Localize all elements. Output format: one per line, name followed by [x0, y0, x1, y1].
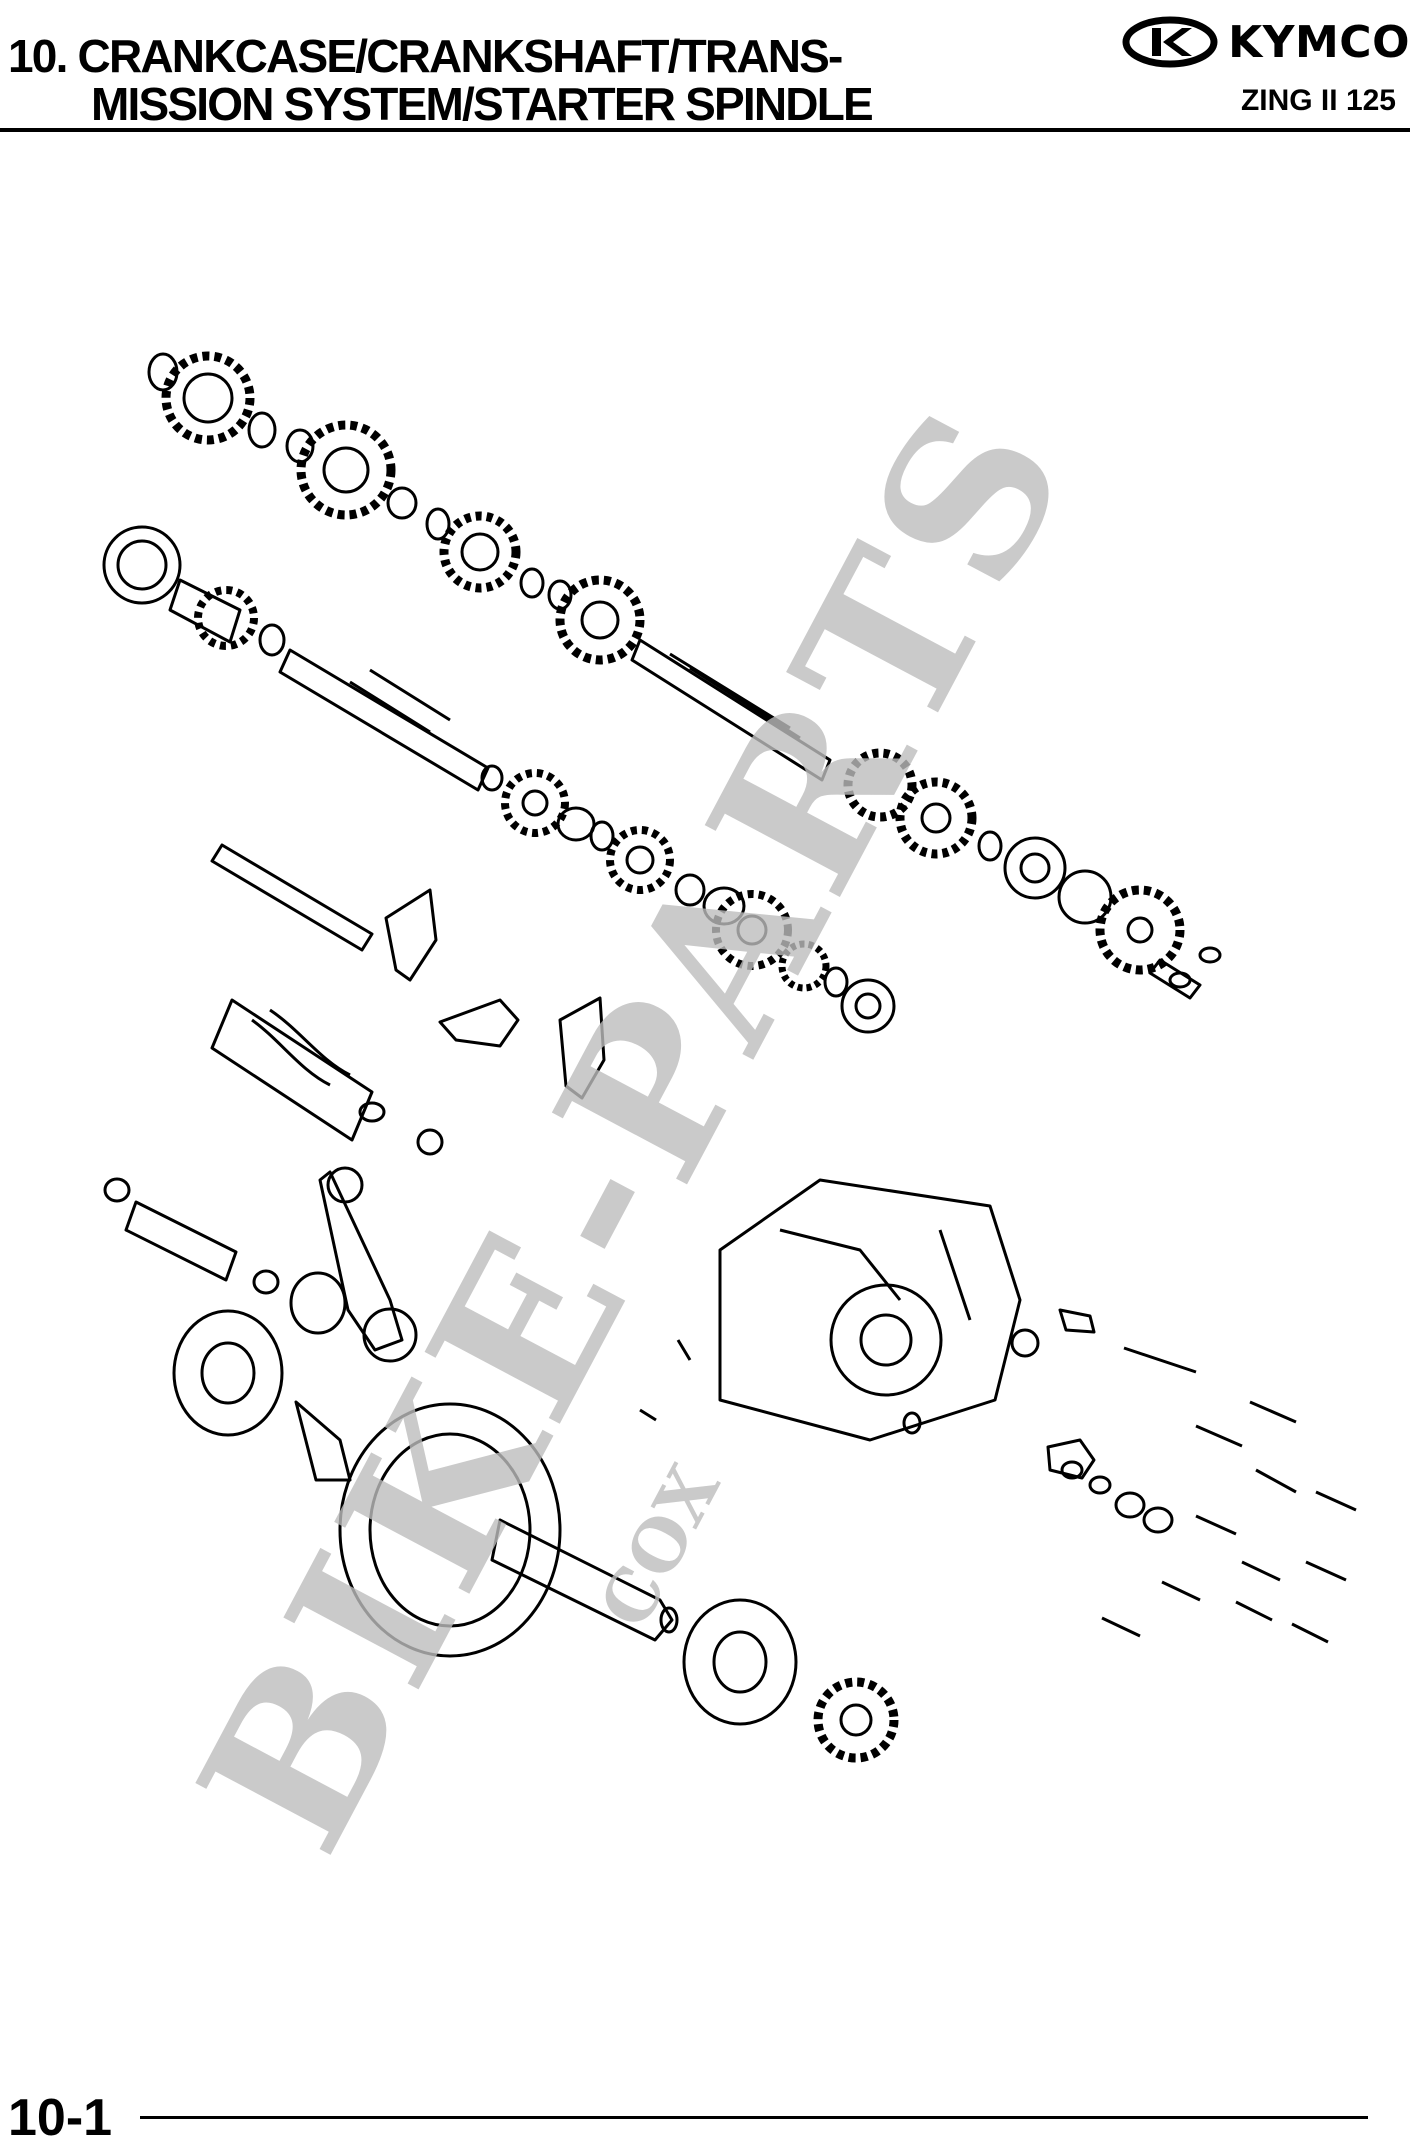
kymco-logo-icon [1122, 16, 1218, 68]
bolt-set [1046, 1346, 1357, 1644]
shift-drum-assembly [210, 843, 606, 1156]
watermark: BIKE-PARTS COX [152, 364, 1118, 1887]
watermark-subtext: COX [583, 1451, 736, 1640]
brand-header: KYMCO [1122, 16, 1410, 68]
crankshaft-assembly [103, 1166, 899, 1763]
crankcase-half [639, 1178, 1096, 1442]
page-title: 10. CRANKCASE/CRANKSHAFT/TRANS- MISSION … [8, 30, 874, 130]
footer-divider [140, 2116, 1368, 2119]
page-title-line-2: MISSION SYSTEM/STARTER SPINDLE [91, 78, 874, 130]
model-name: ZING II 125 [1240, 84, 1396, 117]
header-divider [0, 128, 1410, 132]
brand-name: KYMCO [1228, 16, 1410, 68]
mainshaft-assembly [102, 525, 896, 1034]
page-title-line-1: 10. CRANKCASE/CRANKSHAFT/TRANS- [8, 30, 843, 82]
countershaft-assembly [147, 351, 1222, 1000]
watermark-text: BIKE-PARTS [152, 364, 1118, 1887]
page-number: 10-1 [8, 2089, 113, 2147]
exploded-parts-diagram: BIKE-PARTS COX [102, 351, 1357, 1887]
